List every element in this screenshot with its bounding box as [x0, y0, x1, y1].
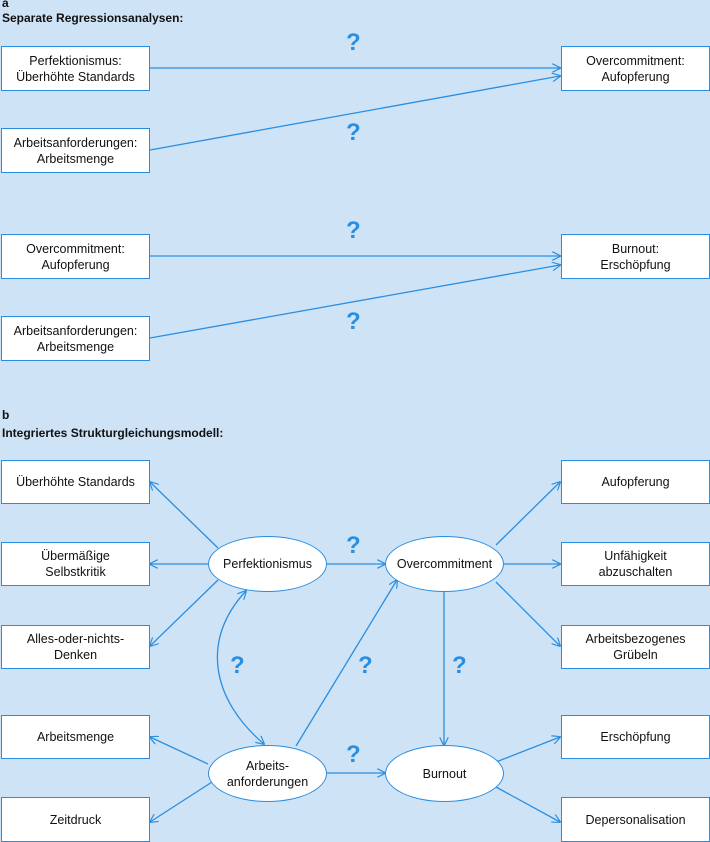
box-depersonalisation: Depersonalisation — [561, 797, 710, 842]
box-overcommitment-aufopferung: Overcommitment: Aufopferung — [561, 46, 710, 91]
question-mark: ? — [358, 652, 373, 679]
ellipse-perfektionismus: Perfektionismus — [208, 536, 327, 592]
arrow-arbeitsanforderungen-overcommitment — [149, 76, 560, 151]
box-zeitdruck: Zeitdruck — [1, 797, 150, 842]
box-perfektionismus-standards: Perfektionismus: Überhöhte Standards — [1, 46, 150, 91]
box-arbeitsanforderungen-arbeitsmenge: Arbeitsanforderungen: Arbeitsmenge — [1, 128, 150, 173]
question-mark: ? — [346, 308, 361, 335]
question-mark: ? — [452, 652, 467, 679]
ellipse-overcommitment: Overcommitment — [385, 536, 504, 592]
panel-b-title: Integriertes Strukturgleichungsmodell: — [2, 426, 224, 440]
ellipse-burnout: Burnout — [385, 745, 504, 802]
question-mark: ? — [346, 119, 361, 146]
question-mark: ? — [230, 652, 245, 679]
question-mark: ? — [346, 29, 361, 56]
arrow-overcommitment-aufopferung — [495, 482, 560, 546]
box-arbeitsmenge: Arbeitsmenge — [1, 715, 150, 759]
arrow-burnout-erschoepfung — [495, 737, 560, 763]
box-unfaehigkeit-abzuschalten: Unfähigkeit abzuschalten — [561, 542, 710, 586]
box-uebermaessige-selbstkritik: Übermäßige Selbstkritik — [1, 542, 150, 586]
box-aufopferung: Aufopferung — [561, 460, 710, 504]
arrow-arbeitsanforderungen-overcommitment-b — [295, 580, 397, 747]
box-erschoepfung: Erschöpfung — [561, 715, 710, 759]
question-mark: ? — [346, 217, 361, 244]
arrow-arbeitsanforderungen-burnout — [149, 265, 560, 339]
arrow-perfektionismus-denken — [150, 579, 219, 646]
arrow-burnout-depersonalisation — [495, 786, 560, 822]
panel-a-title: Separate Regressionsanalysen: — [2, 11, 184, 25]
box-burnout-erschoepfung: Burnout: Erschöpfung — [561, 234, 710, 279]
box-ueberhoehte-standards: Überhöhte Standards — [1, 460, 150, 504]
ellipse-arbeitsanforderungen: Arbeits- anforderungen — [208, 745, 327, 802]
arrow-arbeitsanforderungen-zeitdruck — [150, 781, 213, 822]
box-arbeitsbezogenes-grubeln: Arbeitsbezogenes Grübeln — [561, 625, 710, 669]
panel-a-label: a — [2, 0, 9, 10]
arrow-overcommitment-grubeln — [495, 581, 560, 646]
arrow-perfektionismus-standards — [150, 482, 219, 549]
box-alles-oder-nichts-denken: Alles-oder-nichts- Denken — [1, 625, 150, 669]
box-overcommitment-aufopferung-2: Overcommitment: Aufopferung — [1, 234, 150, 279]
correlation-perfektionismus-arbeitsanforderungen — [216, 591, 264, 744]
arrow-arbeitsanforderungen-arbeitsmenge — [150, 737, 209, 765]
question-mark: ? — [346, 741, 361, 768]
panel-b-label: b — [2, 408, 10, 422]
question-mark: ? — [346, 532, 361, 559]
box-arbeitsanforderungen-arbeitsmenge-2: Arbeitsanforderungen: Arbeitsmenge — [1, 316, 150, 361]
